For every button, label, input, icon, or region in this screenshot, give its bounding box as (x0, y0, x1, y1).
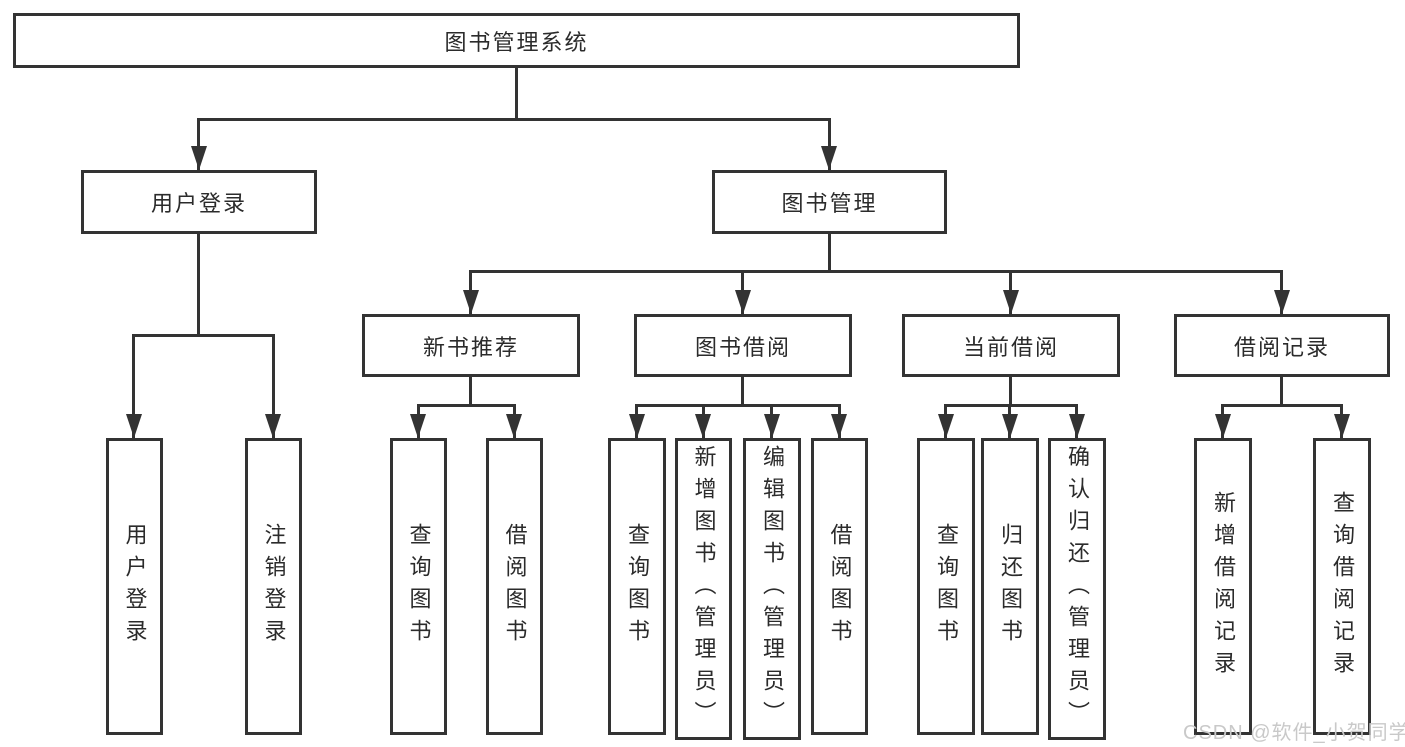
leaf-label: 归还图书 (998, 522, 1023, 651)
leaf-borrow-books: 借阅图书 (811, 438, 868, 735)
arrow-down-icon (629, 414, 645, 438)
connector-line (515, 66, 518, 121)
node-book-management: 图书管理 (712, 170, 947, 234)
connector-line (1009, 374, 1012, 407)
leaf-label: 查询图书 (406, 522, 432, 651)
connector-line (1280, 374, 1283, 407)
leaf-add-book-admin: 新增图书（管理员） (675, 438, 732, 740)
connector-line (828, 118, 831, 170)
arrow-down-icon (938, 414, 954, 438)
node-label: 借阅记录 (1233, 334, 1330, 360)
leaf-label: 用户登录 (122, 522, 148, 651)
node-label: 新书推荐 (422, 334, 519, 360)
arrow-down-icon (1069, 414, 1085, 438)
leaf-label: 借阅图书 (502, 522, 528, 651)
arrow-down-icon (735, 290, 751, 314)
leaf-confirm-return-admin: 确认归还（管理员） (1048, 438, 1106, 740)
node-user-login: 用户登录 (81, 170, 317, 234)
arrow-down-icon (126, 414, 142, 438)
leaf-logout-login: 注销登录 (245, 438, 302, 735)
arrow-down-icon (1003, 290, 1019, 314)
leaf-label: 查询图书 (625, 522, 650, 651)
leaf-query-books-current: 查询图书 (917, 438, 975, 735)
node-label: 图书管理 (781, 191, 878, 216)
arrow-down-icon (695, 414, 711, 438)
node-label: 图书借阅 (694, 334, 791, 360)
leaf-label: 编辑图书（管理员） (760, 445, 785, 733)
arrow-down-icon (191, 146, 207, 170)
connector-line (197, 118, 200, 170)
connector-line (197, 118, 831, 121)
arrow-down-icon (764, 414, 780, 438)
connector-line (417, 404, 516, 407)
leaf-label: 新增借阅记录 (1211, 490, 1236, 683)
leaf-label: 查询借阅记录 (1330, 490, 1355, 683)
connector-line (741, 374, 744, 407)
leaf-label: 查询图书 (934, 522, 959, 651)
node-current-borrowing: 当前借阅 (902, 314, 1120, 377)
leaf-return-books: 归还图书 (981, 438, 1039, 735)
arrow-down-icon (265, 414, 281, 438)
node-library-system: 图书管理系统 (13, 13, 1020, 68)
leaf-label: 借阅图书 (827, 522, 853, 651)
leaf-edit-book-admin: 编辑图书（管理员） (743, 438, 801, 740)
arrow-down-icon (1274, 290, 1290, 314)
arrow-down-icon (821, 146, 837, 170)
connector-line (635, 404, 841, 407)
leaf-query-books-borrow: 查询图书 (608, 438, 666, 735)
connector-line (828, 232, 831, 273)
arrow-down-icon (506, 414, 522, 438)
leaf-add-borrow-record: 新增借阅记录 (1194, 438, 1252, 735)
leaf-label: 注销登录 (261, 522, 287, 651)
watermark: CSDN @软件_小贺同学 (1183, 722, 1405, 744)
connector-line (132, 334, 135, 438)
leaf-borrow-books-recommend: 借阅图书 (486, 438, 543, 735)
arrow-down-icon (1215, 414, 1231, 438)
leaf-user-login: 用户登录 (106, 438, 163, 735)
node-label: 图书管理系统 (444, 29, 589, 55)
node-borrowing-records: 借阅记录 (1174, 314, 1390, 377)
connector-line (469, 270, 1283, 273)
arrow-down-icon (831, 414, 847, 438)
node-new-book-recommend: 新书推荐 (362, 314, 580, 377)
connector-line (944, 404, 1078, 407)
connector-line (272, 334, 275, 438)
leaf-label: 确认归还（管理员） (1065, 445, 1090, 733)
node-label: 用户登录 (150, 191, 247, 216)
node-book-borrowing: 图书借阅 (634, 314, 852, 377)
leaf-query-borrow-record: 查询借阅记录 (1313, 438, 1371, 735)
connector-line (469, 374, 472, 407)
arrow-down-icon (463, 290, 479, 314)
connector-line (197, 232, 200, 337)
arrow-down-icon (1334, 414, 1350, 438)
arrow-down-icon (1002, 414, 1018, 438)
node-label: 当前借阅 (962, 334, 1059, 360)
connector-line (1221, 404, 1343, 407)
arrow-down-icon (410, 414, 426, 438)
leaf-query-books-recommend: 查询图书 (390, 438, 447, 735)
connector-line (132, 334, 275, 337)
leaf-label: 新增图书（管理员） (691, 445, 717, 733)
